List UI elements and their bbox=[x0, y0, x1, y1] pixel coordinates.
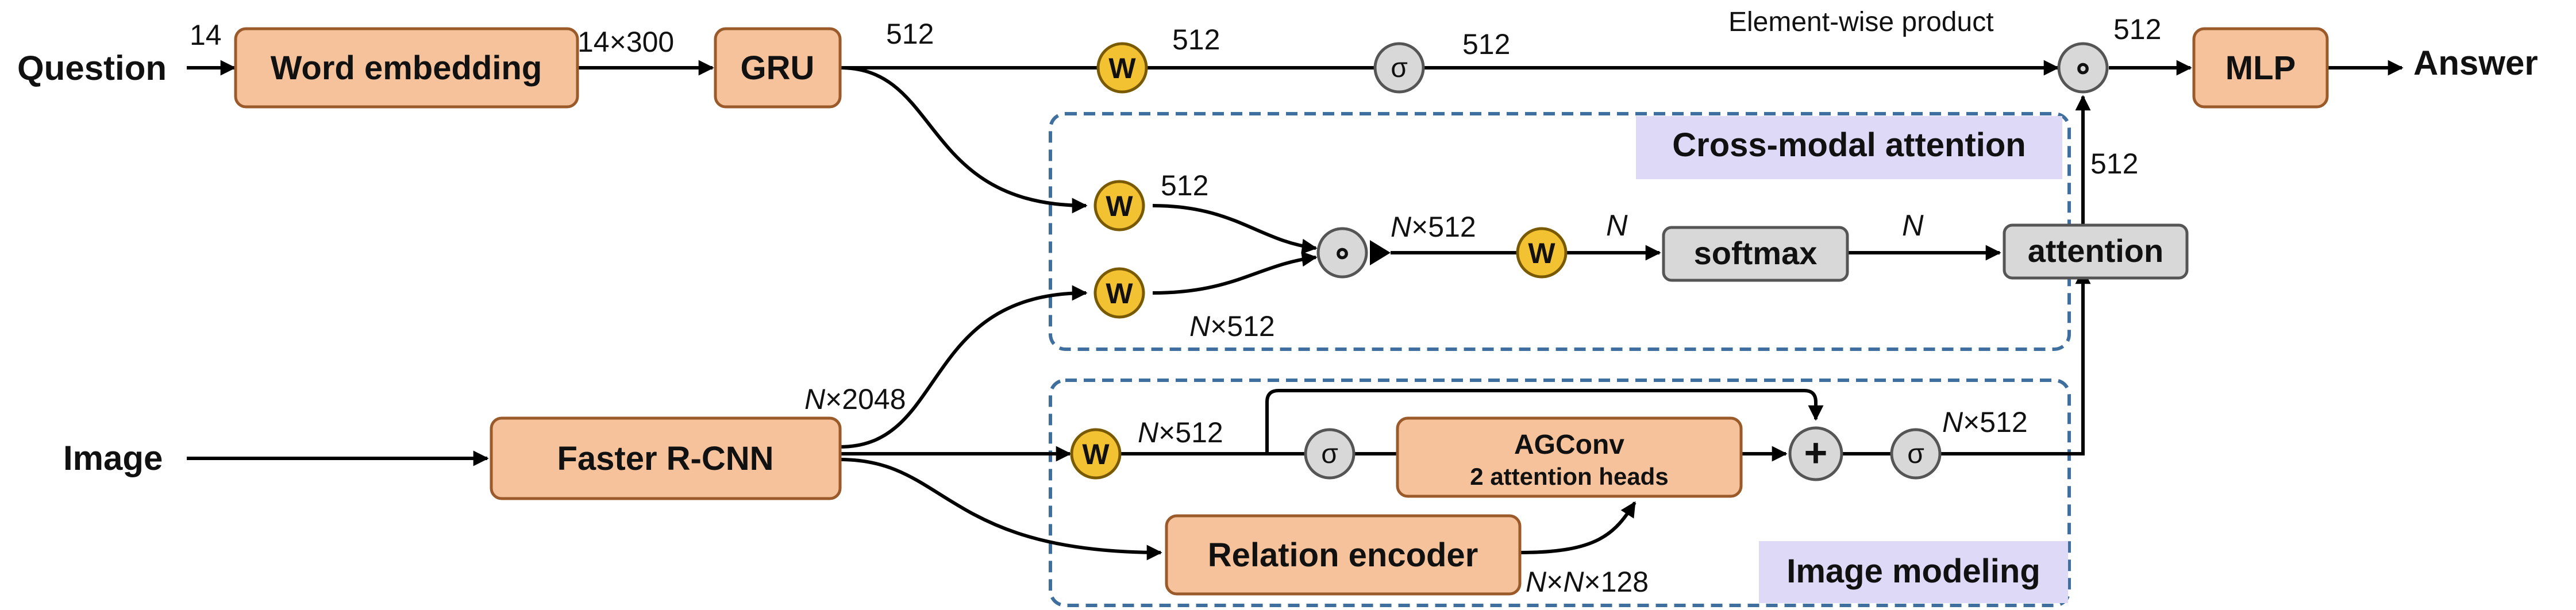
gru-label: GRU bbox=[741, 49, 815, 87]
mlp-label: MLP bbox=[2225, 49, 2296, 87]
plus-node: + bbox=[1788, 426, 1843, 481]
w-node-img-label: W bbox=[1082, 438, 1110, 470]
dim-label-dot-out: N×512 bbox=[1391, 211, 1476, 243]
dim-label-w-img-out: N×512 bbox=[1138, 416, 1223, 449]
dim-label-frcnn-out: N×2048 bbox=[804, 383, 906, 415]
product-node: ∘ bbox=[2057, 42, 2109, 94]
edge-dot-arrowhead bbox=[1370, 240, 1391, 265]
relation-encoder-node: Relation encoder bbox=[1165, 514, 1522, 596]
dim-label-w-img-out-rest: ×512 bbox=[1158, 416, 1223, 449]
relation-encoder-label: Relation encoder bbox=[1208, 536, 1478, 574]
sigma-node-out: σ bbox=[1890, 428, 1942, 480]
word-embedding-label: Word embedding bbox=[271, 49, 542, 87]
w-node-cm1-label: W bbox=[1106, 190, 1133, 222]
edge-gru-to-w-cm1 bbox=[840, 66, 1088, 214]
dim-label-relation-out: N×N×128 bbox=[1526, 566, 1649, 598]
softmax-label: softmax bbox=[1694, 235, 1818, 271]
dim-label-sigma-img-out: N×512 bbox=[1942, 406, 2028, 438]
w-node-img: W bbox=[1070, 428, 1122, 480]
agconv-sublabel: 2 attention heads bbox=[1470, 463, 1668, 490]
edge-w-cm2-to-dot bbox=[1152, 251, 1318, 295]
dim-label-w-top-out: 512 bbox=[1172, 24, 1220, 56]
dim-label-relation-out-rest: ×128 bbox=[1584, 566, 1649, 598]
w-node-cm1: W bbox=[1093, 180, 1145, 231]
edge-relation-to-agconv bbox=[1519, 501, 1637, 554]
image-input-label: Image bbox=[63, 439, 163, 477]
dim-label-w-cm2-out-n: N bbox=[1189, 310, 1211, 342]
word-embedding-node: Word embedding bbox=[234, 27, 579, 109]
image-modeling-region bbox=[1049, 379, 2071, 607]
sigma-node-out-label: σ bbox=[1907, 439, 1924, 469]
w-node-cm2: W bbox=[1093, 267, 1145, 319]
dim-label-sigma-img-out-n: N bbox=[1942, 406, 1963, 438]
dim-label-frcnn-out-rest: ×2048 bbox=[825, 383, 906, 415]
answer-output-label: Answer bbox=[2413, 44, 2538, 82]
agconv-node: AGConv 2 attention heads bbox=[1396, 416, 1743, 498]
cross-modal-attention-region bbox=[1049, 112, 2071, 351]
dot-node-cm-label: ∘ bbox=[1332, 234, 1353, 272]
sigma-node-top-label: σ bbox=[1391, 53, 1408, 83]
dim-label-product-out: 512 bbox=[2113, 13, 2161, 45]
softmax-node: softmax bbox=[1662, 226, 1849, 282]
dot-node-cm: ∘ bbox=[1316, 227, 1368, 279]
edge-sigma-out-to-attention bbox=[1941, 268, 2091, 455]
cross-modal-region-label: Cross-modal attention bbox=[1672, 126, 2026, 164]
product-node-label: ∘ bbox=[2073, 49, 2093, 87]
plus-node-label: + bbox=[1804, 430, 1828, 475]
w-node-cm3-label: W bbox=[1528, 237, 1555, 269]
dim-label-w-cm3-out: N bbox=[1606, 209, 1628, 242]
sigma-node-img-label: σ bbox=[1321, 439, 1338, 469]
edge-skip-connection bbox=[1265, 389, 1824, 454]
dim-label-dot-out-rest: ×512 bbox=[1411, 211, 1476, 243]
gru-node: GRU bbox=[714, 27, 842, 109]
mlp-node: MLP bbox=[2192, 27, 2329, 109]
w-node-cm2-label: W bbox=[1106, 277, 1133, 310]
attention-node: attention bbox=[2003, 223, 2189, 280]
dim-label-sigma-top-out: 512 bbox=[1462, 28, 1510, 60]
dim-label-w-cm2-out-rest: ×512 bbox=[1210, 310, 1275, 342]
dim-label-w-cm1-out: 512 bbox=[1161, 169, 1208, 202]
element-wise-product-label: Element-wise product bbox=[1728, 7, 1994, 37]
sigma-node-top: σ bbox=[1373, 42, 1425, 94]
edge-frcnn-to-relation-encoder bbox=[840, 458, 1162, 561]
dim-label-frcnn-out-n: N bbox=[804, 383, 826, 415]
dim-label-embedding-out: 14×300 bbox=[577, 26, 674, 58]
w-node-cm3: W bbox=[1516, 227, 1568, 279]
dim-label-relation-out-n2: N bbox=[1563, 566, 1584, 598]
faster-rcnn-node: Faster R-CNN bbox=[490, 416, 842, 500]
dim-label-w-img-out-n: N bbox=[1138, 416, 1159, 449]
cross-modal-region-label-bg bbox=[1636, 116, 2062, 179]
edge-frcnn-to-w-cm2 bbox=[840, 285, 1088, 449]
w-node-top: W bbox=[1096, 42, 1148, 94]
sigma-node-img: σ bbox=[1304, 428, 1356, 480]
attention-label: attention bbox=[2028, 233, 2163, 269]
image-modeling-region-label: Image modeling bbox=[1786, 553, 2040, 590]
dim-label-dot-out-n: N bbox=[1391, 211, 1412, 243]
dim-label-attention-up: 512 bbox=[2090, 148, 2138, 180]
faster-rcnn-label: Faster R-CNN bbox=[557, 440, 773, 477]
agconv-label: AGConv bbox=[1514, 430, 1624, 460]
dim-label-gru-out: 512 bbox=[886, 18, 934, 50]
dim-label-relation-out-n1: N bbox=[1526, 566, 1547, 598]
edge-w-cm1-to-dot bbox=[1152, 204, 1318, 254]
image-modeling-region-label-bg bbox=[1759, 541, 2068, 603]
dim-label-sigma-img-out-rest: ×512 bbox=[1963, 406, 2028, 438]
dim-label-softmax-out: N bbox=[1902, 209, 1924, 242]
dim-label-w-cm2-out: N×512 bbox=[1189, 310, 1275, 342]
question-input-label: Question bbox=[17, 49, 167, 87]
dim-label-relation-out-mid: × bbox=[1546, 566, 1563, 598]
dim-label-question-14: 14 bbox=[190, 19, 222, 51]
w-node-top-label: W bbox=[1108, 52, 1136, 84]
